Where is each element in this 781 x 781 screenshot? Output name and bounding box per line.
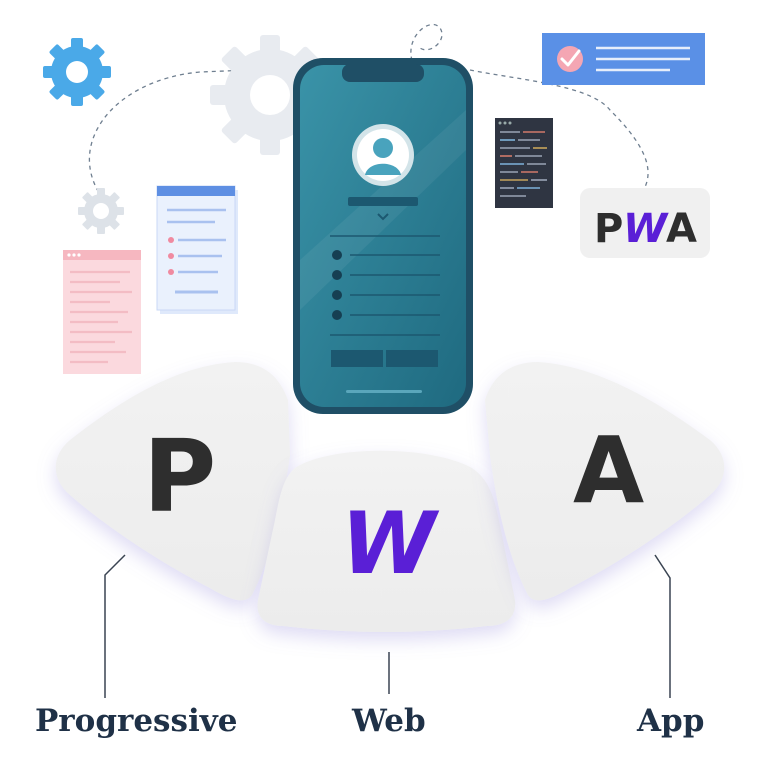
- segment-app: [485, 362, 725, 601]
- caption-web: Web: [352, 703, 426, 739]
- pwa-badge-w: W: [623, 206, 669, 252]
- caption-progressive: Progressive: [35, 703, 238, 739]
- code-window-icon: [495, 118, 553, 208]
- gear-icon: [210, 35, 330, 155]
- smartphone: [293, 58, 473, 414]
- segment-web: [257, 450, 516, 632]
- dashed-connector-right: [469, 69, 649, 196]
- phone-button-left: [331, 350, 383, 367]
- segment-progressive: [55, 362, 291, 601]
- user-avatar-icon: [352, 124, 414, 186]
- caption-app: App: [637, 703, 705, 739]
- form-list: [332, 250, 440, 320]
- form-window-icon: [156, 185, 238, 314]
- segment-letter-w: W: [341, 494, 440, 594]
- gear-icon: [43, 38, 111, 106]
- leader-line-progressive: [104, 554, 126, 698]
- dashed-connector: [88, 67, 301, 206]
- segment-letter-a: A: [573, 417, 644, 524]
- pwa-badge: P W A: [580, 188, 710, 258]
- leader-line-app: [654, 554, 671, 698]
- gear-icon: [78, 188, 124, 234]
- code-window-pink: [63, 250, 141, 374]
- pwa-badge-p: P: [594, 206, 623, 252]
- dashed-loop-top: [410, 23, 443, 69]
- phone-button-right: [386, 350, 438, 367]
- segment-letter-p: P: [143, 418, 216, 535]
- pwa-badge-a: A: [666, 206, 697, 252]
- checklist-card: [542, 33, 705, 85]
